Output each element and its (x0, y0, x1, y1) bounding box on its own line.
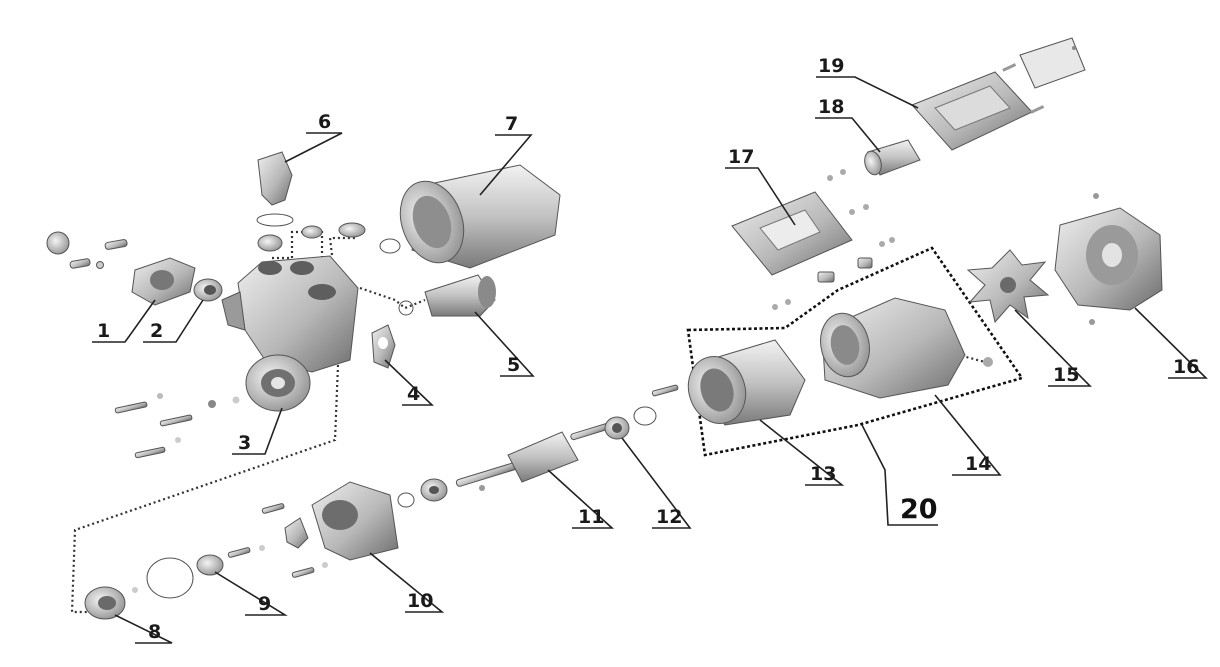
bearing-part (604, 384, 679, 440)
label-9: 9 (258, 593, 271, 615)
capacitor-part (864, 139, 921, 176)
fan-part (966, 249, 1050, 324)
flange-part (46, 231, 196, 306)
label-16: 16 (1173, 356, 1199, 378)
valve-cartridge-part (398, 274, 496, 317)
label-20: 20 (900, 494, 938, 525)
label-6: 6 (318, 111, 331, 133)
motor-bracket-part (261, 478, 448, 561)
stator-part (687, 339, 806, 426)
pump-body-part (114, 255, 359, 459)
label-13: 13 (810, 463, 836, 485)
leader-lines (92, 76, 1208, 644)
label-11: 11 (578, 506, 604, 528)
label-10: 10 (407, 590, 433, 612)
label-7: 7 (505, 113, 518, 135)
impeller-part (84, 586, 138, 620)
label-14: 14 (965, 453, 991, 475)
part-labels: 1 2 3 4 5 6 7 8 9 10 11 12 13 14 15 16 1… (97, 55, 1199, 643)
terminal-board-part (731, 169, 895, 310)
label-19: 19 (818, 55, 844, 77)
seal-ring-part (193, 278, 223, 302)
fan-cover-part (1054, 193, 1163, 325)
label-8: 8 (148, 621, 161, 643)
tank-part (399, 164, 561, 269)
pressure-switch-part (256, 151, 401, 254)
label-15: 15 (1053, 364, 1079, 386)
label-3: 3 (238, 432, 251, 454)
rotor-shaft-part (455, 421, 615, 491)
gasket-part (371, 324, 396, 369)
label-2: 2 (150, 320, 163, 342)
label-18: 18 (818, 96, 844, 118)
terminal-cover-part (911, 37, 1086, 151)
motor-housing-part (820, 297, 993, 399)
label-5: 5 (507, 354, 520, 376)
label-1: 1 (97, 320, 110, 342)
label-4: 4 (407, 383, 420, 405)
mechanical-seal-part (146, 545, 328, 599)
label-12: 12 (656, 506, 682, 528)
label-17: 17 (728, 146, 754, 168)
